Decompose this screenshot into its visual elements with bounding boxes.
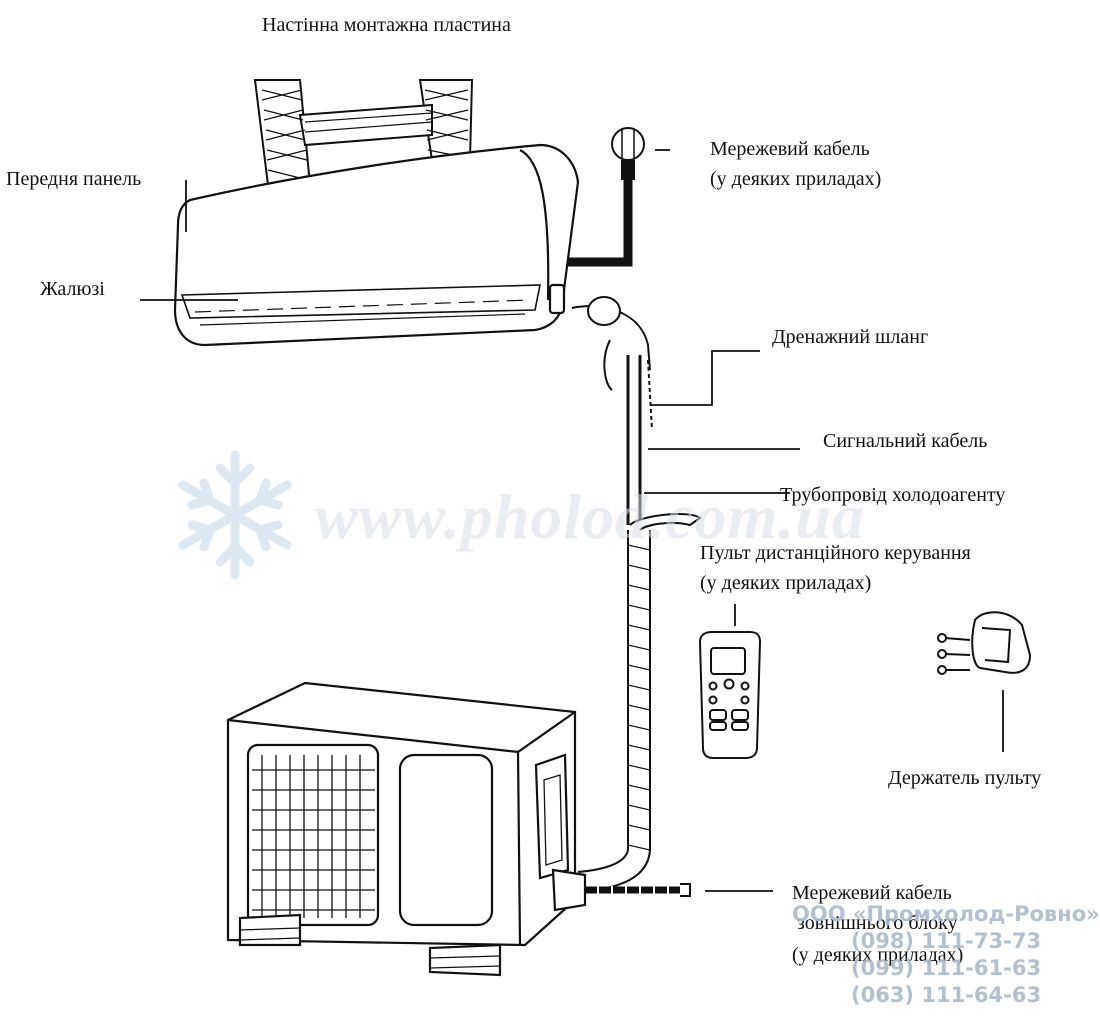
snowflake-watermark-icon	[178, 450, 292, 580]
indoor-power-cable	[568, 127, 645, 267]
label-power-cable: Мережевий кабель	[710, 138, 870, 160]
label-power-cable-note: (у деяких приладах)	[710, 168, 882, 190]
label-outdoor-cable-note: (у деяких приладах)	[792, 944, 964, 966]
label-signal-cable: Сигнальний кабель	[823, 430, 988, 452]
label-remote-control: Пульт дистанційного керування	[700, 542, 971, 564]
watermark-phone: (063) 111-64-63	[851, 983, 1042, 1007]
remote-holder-icon	[937, 611, 1032, 675]
label-remote-control-note: (у деяких приладах)	[700, 572, 872, 594]
label-remote-holder: Держатель пульту	[888, 767, 1042, 789]
outdoor-unit	[226, 681, 587, 977]
label-mounting-plate: Настінна монтажна пластина	[262, 14, 511, 36]
indoor-unit	[173, 143, 580, 347]
piping-bundle	[571, 296, 702, 893]
label-louver: Жалюзі	[40, 278, 105, 300]
outdoor-power-cable	[585, 883, 691, 897]
label-front-panel: Передня панель	[6, 168, 142, 190]
label-outdoor-cable: Мережевий кабель	[792, 882, 952, 904]
watermark-url: www.pholod.com.ua	[315, 481, 865, 552]
label-drain-hose: Дренажний шланг	[772, 326, 929, 348]
label-outdoor-cable-2: зовнішнього блоку	[797, 912, 958, 934]
label-refrigerant-pipe: Трубопровід холодоагенту	[780, 484, 1006, 506]
remote-control-icon	[698, 631, 762, 759]
watermark-company: ООО «Промхолод-Ровно»	[792, 902, 1100, 926]
leader-lines	[140, 149, 1004, 892]
watermark-phone: (099) 111-61-63	[851, 956, 1042, 980]
watermark-phone: (098) 111-73-73	[851, 929, 1042, 953]
